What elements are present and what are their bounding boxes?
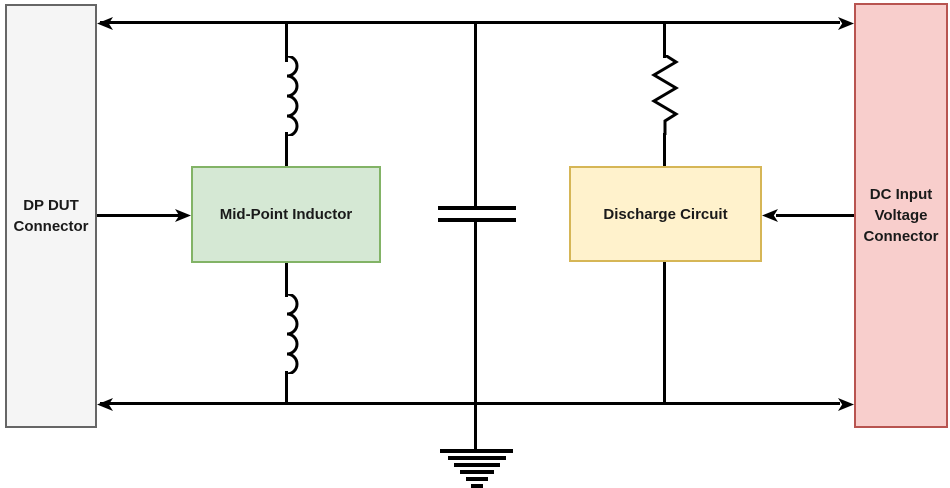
mid-point-inductor-label: Mid-Point Inductor — [219, 206, 353, 223]
dut-to-inductor-wire — [97, 214, 179, 217]
mid-point-inductor-box: Mid-Point Inductor — [191, 166, 381, 263]
resistor-icon — [651, 55, 679, 135]
inductor-branch-wire-mid — [285, 132, 288, 168]
capacitor-branch-wire-top — [474, 22, 477, 207]
inductor-coil-icon — [286, 294, 299, 374]
discharge-circuit-box: Discharge Circuit — [569, 166, 762, 262]
dc-input-connector-box: DC Input Voltage Connector — [854, 3, 948, 428]
resistor-branch-wire-mid — [663, 133, 666, 168]
resistor-branch-wire-top — [663, 22, 666, 58]
dc-to-discharge-wire — [776, 214, 854, 217]
inductor-branch-wire-bottom — [285, 371, 288, 404]
arrowhead-right-icon — [838, 17, 854, 30]
dp-dut-connector-box: DP DUT Connector — [5, 4, 97, 428]
bottom-bus-wire — [100, 402, 840, 405]
top-bus-wire — [100, 21, 840, 24]
capacitor-to-ground-wire — [474, 222, 477, 450]
dc-input-connector-label: DC Input Voltage Connector — [863, 186, 939, 245]
inductor-branch-wire-mid2 — [285, 261, 288, 297]
discharge-circuit-label: Discharge Circuit — [603, 205, 728, 223]
discharge-branch-wire-bottom — [663, 260, 666, 405]
dp-dut-connector-label: DP DUT Connector — [13, 197, 89, 235]
arrowhead-right-icon — [838, 398, 854, 411]
inductor-branch-wire-top — [285, 22, 288, 62]
inductor-coil-icon — [286, 56, 299, 136]
